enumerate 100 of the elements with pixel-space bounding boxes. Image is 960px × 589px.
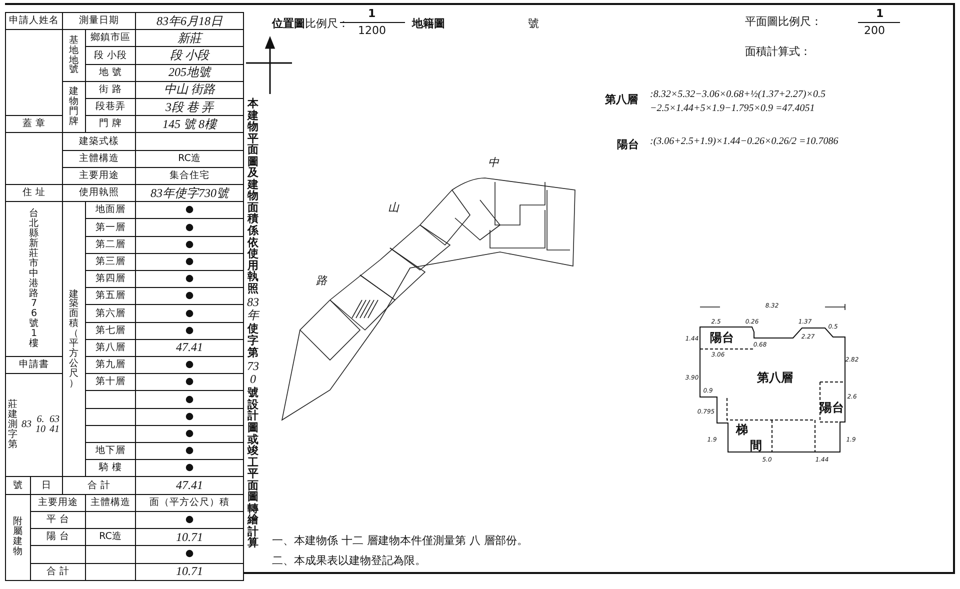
form-label: 集合住宅 [170, 170, 210, 181]
handwritten-entry: 47.41 [176, 340, 203, 354]
handwritten-entry: 新莊 [178, 30, 202, 45]
bullet-mark: ● [185, 394, 194, 405]
vertical-note-text: 730 [247, 360, 259, 386]
form-label: 段巷弄 [96, 101, 126, 112]
form-label: 申請書 [19, 359, 49, 370]
form-label: 地籍圖 [412, 16, 445, 31]
form-label: 第九層 [96, 359, 126, 370]
form-label: 第十層 [96, 376, 126, 388]
formula-text: :(3.06+2.5+1.9)×1.44−0.26×0.26/2 =10.7086 [650, 135, 840, 149]
form-label: RC造 [178, 152, 201, 164]
form-label: 鄉鎮市區 [90, 32, 130, 44]
room-label: 陽台 [820, 400, 844, 416]
form-label: 騎 樓 [98, 462, 122, 474]
form-label: 莊建測字第 [8, 400, 18, 450]
form-label: 號 [528, 16, 539, 31]
handwritten-entry: 83 [20, 420, 32, 431]
form-label: 第四層 [96, 273, 126, 284]
form-label: RC造 [99, 531, 122, 542]
form-label: 街 路 [98, 84, 122, 95]
form-label: 山 [388, 201, 399, 215]
formula-text: :8.32×5.32−3.06×0.68+½(1.37+2.27)×0.5 −2.5×1.44+5×1.9−1.795×0.9 =47.4051 [650, 88, 826, 116]
form-label: 200 [864, 24, 885, 37]
form-label: 住 址 [22, 187, 46, 198]
form-label: 第六層 [96, 308, 126, 319]
bullet-mark: ● [185, 462, 194, 474]
form-label: 一、本建物係 十二 層建物本件僅測量第 八 層部份。 [272, 533, 528, 548]
form-label: 主要用途 [79, 170, 119, 181]
form-label: 位置圖 [272, 16, 305, 31]
form-label: 第八層 [605, 92, 638, 107]
form-label: 主體構造 [90, 496, 130, 508]
bullet-mark: ● [185, 222, 194, 233]
form-label: 合 計 [87, 480, 111, 491]
vertical-note-text: 83年 [247, 296, 259, 322]
handwritten-entry: 47.41 [176, 478, 203, 492]
handwritten-entry: 6.10 [34, 414, 46, 436]
bullet-mark: ● [185, 514, 194, 525]
form-label: 面積計算式： [745, 44, 811, 59]
handwritten-entry: 段 小段 [170, 48, 209, 62]
form-label: 地 號 [98, 66, 122, 78]
form-label: 中 [488, 156, 499, 170]
form-label: 日 [42, 480, 52, 491]
handwritten-entry: 10.71 [176, 564, 203, 578]
room-label: 間 [750, 438, 762, 454]
form-label: 二、本成果表以建物登記為限。 [272, 553, 426, 568]
vertical-note-text: 本建物平面圖及建物面積係依使用執照 [247, 98, 259, 294]
bullet-mark: ● [185, 428, 194, 439]
form-label: 台北縣新莊市中港路76號1樓 [28, 209, 40, 349]
scale-numerator: 1 [876, 7, 884, 20]
room-label: 梯 [736, 422, 748, 438]
form-label: 路 [316, 274, 327, 288]
form-label: 面（平方公尺）積 [150, 496, 230, 508]
vertical-note-text: 號設計圖或竣工平面圖轉繪計算 [247, 387, 259, 549]
form-label: 建物門牌 [68, 87, 80, 128]
handwritten-entry: 中山 街路 [164, 82, 215, 96]
form-label: 使用執照 [79, 187, 119, 198]
bullet-mark: ● [185, 238, 194, 250]
form-label: 第五層 [96, 290, 126, 302]
form-label: 合 計 [46, 566, 70, 577]
form-label: 陽台 [617, 137, 639, 152]
bullet-mark: ● [185, 290, 194, 302]
form-label: 申請人姓名 [9, 15, 59, 26]
scale-numerator: 1 [368, 7, 376, 20]
form-label: 建築面積（平方公尺） [68, 290, 80, 390]
bullet-mark: ● [185, 410, 194, 422]
form-label: 段 小段 [94, 50, 128, 61]
handwritten-entry: 145 號 8樓 [162, 116, 216, 131]
form-label: 陽 台 [46, 531, 70, 542]
form-label: 第八層 [96, 342, 126, 353]
form-label: 第一層 [96, 222, 126, 233]
handwritten-entry: 3段 巷 弄 [166, 100, 214, 114]
bullet-mark: ● [185, 256, 194, 267]
handwritten-entry: 83年6月18日 [156, 14, 222, 28]
form-label: 門 牌 [98, 118, 122, 130]
form-label: 測量日期 [79, 15, 119, 26]
bullet-mark: ● [185, 324, 194, 336]
form-label: 第七層 [96, 324, 126, 336]
handwritten-entry: 83年使字730號 [150, 186, 228, 200]
handwritten-entry: 6341 [48, 414, 60, 436]
form-label: 號 [13, 480, 23, 491]
bullet-mark: ● [185, 376, 194, 388]
form-label: 第二層 [96, 238, 126, 250]
handwritten-entry: 10.71 [176, 530, 203, 544]
bullet-mark: ● [185, 548, 194, 560]
form-label: 地面層 [96, 204, 126, 216]
form-label: 蓋 章 [22, 118, 46, 130]
vertical-note-text: 使字第 [247, 323, 259, 358]
form-label: 平 台 [46, 514, 70, 525]
bullet-mark: ● [185, 273, 194, 284]
form-label: 平面圖比例尺： [745, 14, 822, 29]
form-label: 主體構造 [79, 152, 119, 164]
form-label: 第三層 [96, 256, 126, 267]
form-label: 1200 [358, 24, 386, 37]
form-label: 地下層 [96, 445, 126, 456]
form-label: 基地地號 [68, 36, 80, 76]
form-label: 建築式樣 [79, 136, 119, 147]
room-label: 第八層 [757, 370, 793, 386]
bullet-mark: ● [185, 204, 194, 216]
form-label: 主要用途 [38, 496, 78, 508]
